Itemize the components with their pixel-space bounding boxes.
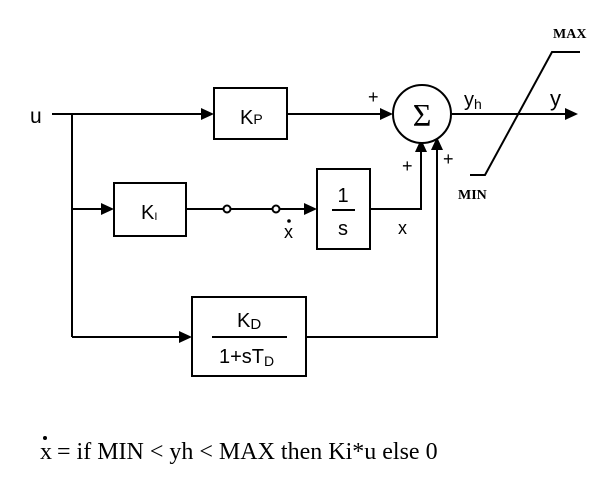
equation-lhs: x [40,439,52,465]
sign-kp-plus: + [368,87,379,107]
kd-input-arrow [179,331,192,343]
sum-symbol: Σ [413,97,432,133]
limiter-min-label: MIN [458,188,487,203]
integrator-numerator: 1 [337,185,348,207]
integrator-output-wire [370,149,422,210]
sum-integrator-arrow [415,139,427,152]
arrowheads [101,108,578,343]
summing-junction: Σ [392,84,452,144]
svg-text:x: x [284,222,293,242]
equation-rhs: = if MIN < yh < MAX then Ki*u else 0 [57,439,438,465]
input-label-u: u [30,105,42,128]
ki-block-label: KI [141,202,157,224]
switch-contact-left [222,204,232,214]
signal-wires [52,113,566,338]
ki-input-arrow [101,203,114,215]
derivative-block: KD 1+sTD [191,296,307,377]
output-label-y: y [550,86,561,111]
derivative-denominator: 1+sTD [219,346,274,369]
integrator-input-arrow [304,203,317,215]
integrator-block: 1 s [316,168,371,250]
kp-block: KP [213,87,288,140]
kd-output-wire [306,146,438,338]
x-dot-label: x [284,219,293,242]
switch-contact-right [271,204,281,214]
sign-integrator-plus: + [402,156,413,176]
sum-output-label: yh [464,89,482,112]
saturation-limiter: MAX MIN [458,27,586,203]
derivative-numerator: KD [237,310,261,333]
sum-derivative-arrow [431,137,443,150]
sum-kp-arrow [380,108,393,120]
kp-block-label: KP [240,107,263,129]
limiter-max-label: MAX [553,27,586,42]
kp-input-arrow [201,108,214,120]
sign-derivative-plus: + [443,149,454,169]
equation: x = if MIN < yh < MAX then Ki*u else 0 [40,436,438,465]
ki-block: KI [113,182,187,237]
output-arrow [565,108,578,120]
integrator-denominator: s [338,218,348,240]
x-label: x [398,218,407,238]
